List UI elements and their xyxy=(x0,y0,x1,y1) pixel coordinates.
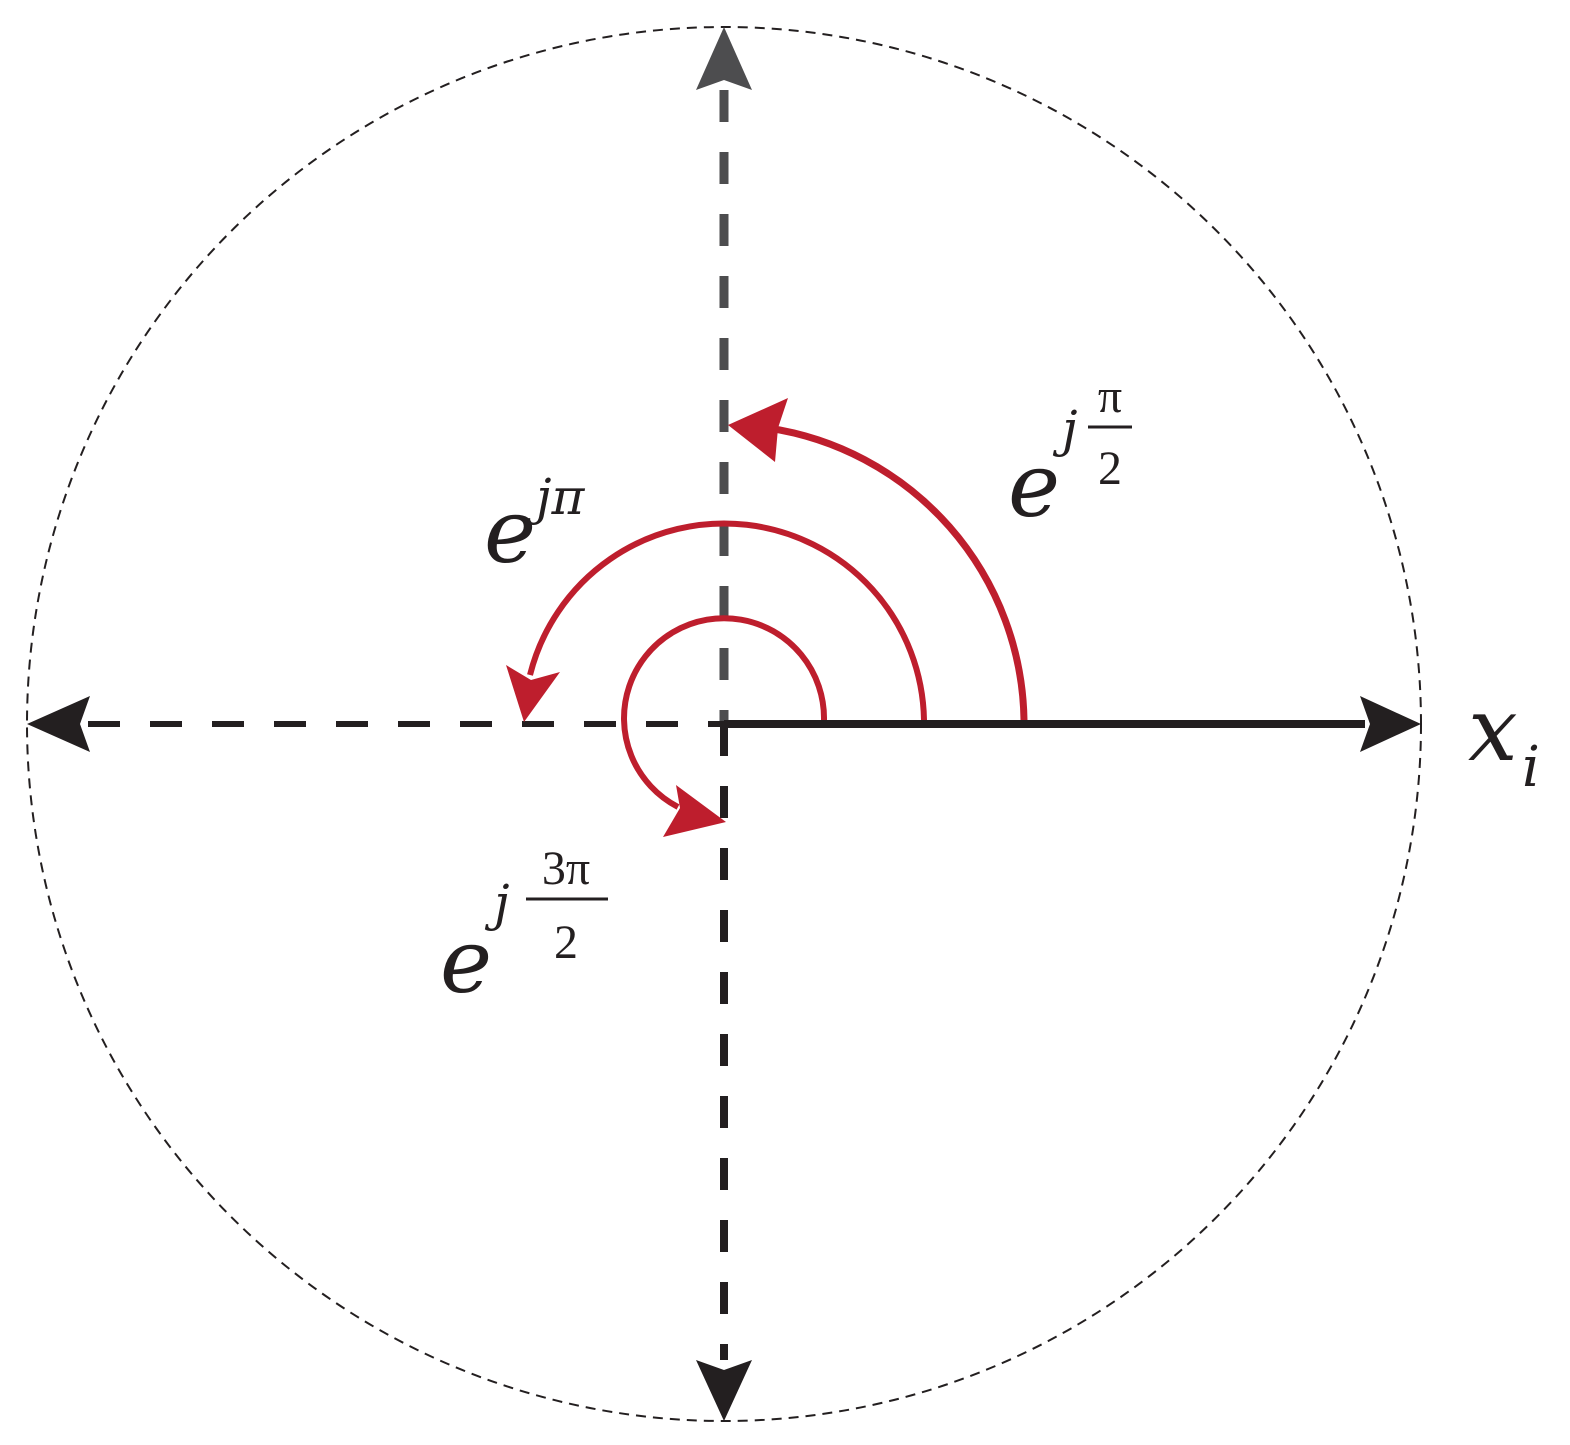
half-turn-exponent: jπ xyxy=(526,468,586,526)
three-quarter-turn-numerator: 3π xyxy=(542,842,590,895)
axis-label: x i xyxy=(1468,678,1540,800)
arrow-left-icon xyxy=(27,696,90,752)
arrow-down-icon xyxy=(696,1360,752,1421)
arrow-up-icon xyxy=(696,27,752,90)
half-turn-arrowhead xyxy=(506,665,560,722)
three-quarter-turn-label: e j 3π 2 xyxy=(440,842,608,1013)
three-quarter-turn-base: e xyxy=(440,910,492,1013)
three-quarter-turn-arrowhead xyxy=(663,785,726,837)
half-turn-label: e jπ xyxy=(484,468,586,583)
three-quarter-turn-denominator: 2 xyxy=(554,916,578,969)
arrow-right-icon xyxy=(1360,696,1421,752)
quarter-turn-base: e xyxy=(1008,434,1060,537)
quarter-turn-arc xyxy=(767,424,1028,721)
quarter-turn-label: e j π 2 xyxy=(1008,370,1132,537)
axis-label-base: x xyxy=(1468,678,1518,781)
quarter-turn-numerator: π xyxy=(1098,370,1122,423)
three-quarter-turn-arc xyxy=(621,615,828,810)
axis-label-subscript: i xyxy=(1522,735,1540,800)
quarter-turn-arrowhead xyxy=(728,398,788,462)
half-turn-base: e xyxy=(484,480,536,583)
quarter-turn-denominator: 2 xyxy=(1098,442,1122,495)
half-turn-arc xyxy=(527,520,927,721)
